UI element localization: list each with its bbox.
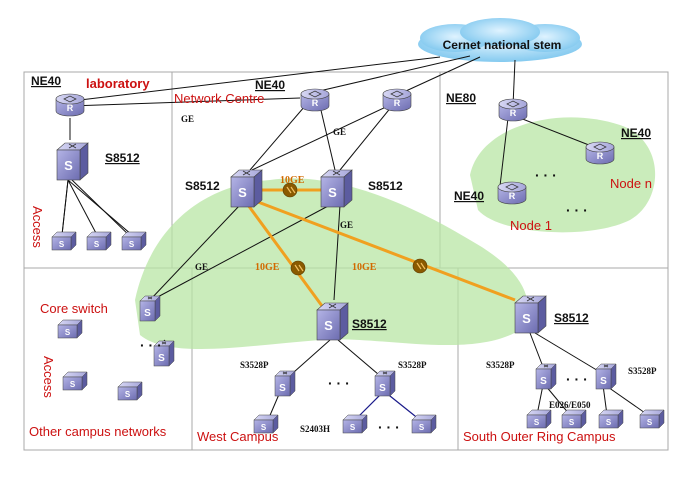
- label-ge-1: GE: [181, 114, 194, 124]
- label-access-other: Access: [41, 356, 56, 398]
- label-noden: Node n: [610, 176, 652, 191]
- router-ne80-icon: [498, 98, 528, 122]
- dots-west-2: · · ·: [378, 419, 400, 435]
- switch-s8512-lab-icon: [56, 142, 89, 181]
- label-laboratory: laboratory: [86, 76, 150, 91]
- south-access-4-icon: [639, 409, 665, 429]
- router-ne40-lab-icon: [55, 93, 85, 117]
- label-ne40-lab: NE40: [31, 74, 61, 88]
- other-switch-2-icon: [62, 371, 88, 391]
- access-switch-1-icon: [51, 231, 77, 251]
- label-ne80: NE80: [446, 91, 476, 105]
- region-labels: laboratory Network Centre Access Core sw…: [29, 76, 652, 444]
- south-access-2-icon: [561, 409, 587, 429]
- label-e026: E026/E050: [549, 400, 591, 410]
- label-node1: Node 1: [510, 218, 552, 233]
- label-ne40-right1: NE40: [621, 126, 651, 140]
- label-s8512-right: S8512: [368, 179, 403, 193]
- dots-node-2: · · ·: [566, 202, 588, 218]
- label-core-switch: Core switch: [40, 301, 108, 316]
- label-other-campus: Other campus networks: [29, 424, 167, 439]
- label-ne40-centre: NE40: [255, 78, 285, 92]
- switch-s8512-west-icon: [316, 302, 349, 341]
- west-access-3-icon: [411, 414, 437, 434]
- dots-west-1: · · ·: [328, 375, 350, 391]
- device-labels: NE40 NE40 NE80 NE40 NE40 S8512 S8512 S85…: [31, 74, 657, 434]
- label-ne40-right2: NE40: [454, 189, 484, 203]
- dots-node-1: · · ·: [535, 167, 557, 183]
- router-centre-2-icon: [382, 88, 412, 112]
- label-s8512-west: S8512: [352, 317, 387, 331]
- label-ge-3: GE: [340, 220, 353, 230]
- access-switch-3-icon: [121, 231, 147, 251]
- label-10ge-3: 10GE: [352, 262, 377, 273]
- label-s3528p-west2: S3528P: [398, 360, 427, 370]
- core-green-zone: [135, 178, 528, 350]
- switch-s8512-south-icon: [514, 295, 547, 334]
- tenge-marker-3: [412, 258, 428, 274]
- router-ne40-right2-icon: [497, 181, 527, 205]
- switch-west-2-icon: [374, 370, 396, 397]
- label-s8512-south: S8512: [554, 311, 589, 325]
- cloud-label: Cernet national stem: [443, 38, 562, 52]
- router-ne40-centre-icon: [300, 88, 330, 112]
- label-ge-2: GE: [333, 127, 346, 137]
- label-s8512-lab: S8512: [105, 151, 140, 165]
- south-access-1-icon: [526, 409, 552, 429]
- outer-frame: [23, 71, 669, 451]
- west-access-2-icon: [342, 414, 368, 434]
- label-s3528p-south2: S3528P: [628, 366, 657, 376]
- label-s3528p-west1: S3528P: [240, 360, 269, 370]
- south-access-3-icon: [598, 409, 624, 429]
- switch-s8512-left-icon: [230, 169, 263, 208]
- switch-south-2-icon: [595, 363, 617, 390]
- other-switch-1-icon: [57, 319, 83, 339]
- switch-west-1-icon: [274, 370, 296, 397]
- black-links: [61, 55, 649, 421]
- ellipsis-dots: · · · · · · · · · · · · · · · · · ·: [140, 167, 588, 435]
- label-south-campus: South Outer Ring Campus: [463, 429, 616, 444]
- cernet-cloud: Cernet national stem: [418, 18, 582, 62]
- dots-core: · · ·: [140, 337, 162, 353]
- label-network-centre: Network Centre: [174, 91, 264, 106]
- label-10ge-2: 10GE: [255, 262, 280, 273]
- dots-south: · · ·: [566, 371, 588, 387]
- other-switch-3-icon: [117, 381, 143, 401]
- access-switch-2-icon: [86, 231, 112, 251]
- label-s2403h: S2403H: [300, 424, 330, 434]
- switch-s8512-right-icon: [320, 169, 353, 208]
- label-s8512-left: S8512: [185, 179, 220, 193]
- link-labels: GE GE GE GE 10GE 10GE 10GE: [181, 114, 377, 273]
- router-ne40-right1-icon: [585, 141, 615, 165]
- label-s3528p-south1: S3528P: [486, 360, 515, 370]
- label-access-lab: Access: [30, 206, 45, 248]
- switch-south-1-icon: [535, 363, 557, 390]
- label-west-campus: West Campus: [197, 429, 279, 444]
- label-10ge-1: 10GE: [280, 175, 305, 186]
- switch-core-icon: [139, 295, 161, 322]
- label-ge-4: GE: [195, 262, 208, 272]
- tenge-marker-2: [290, 260, 306, 276]
